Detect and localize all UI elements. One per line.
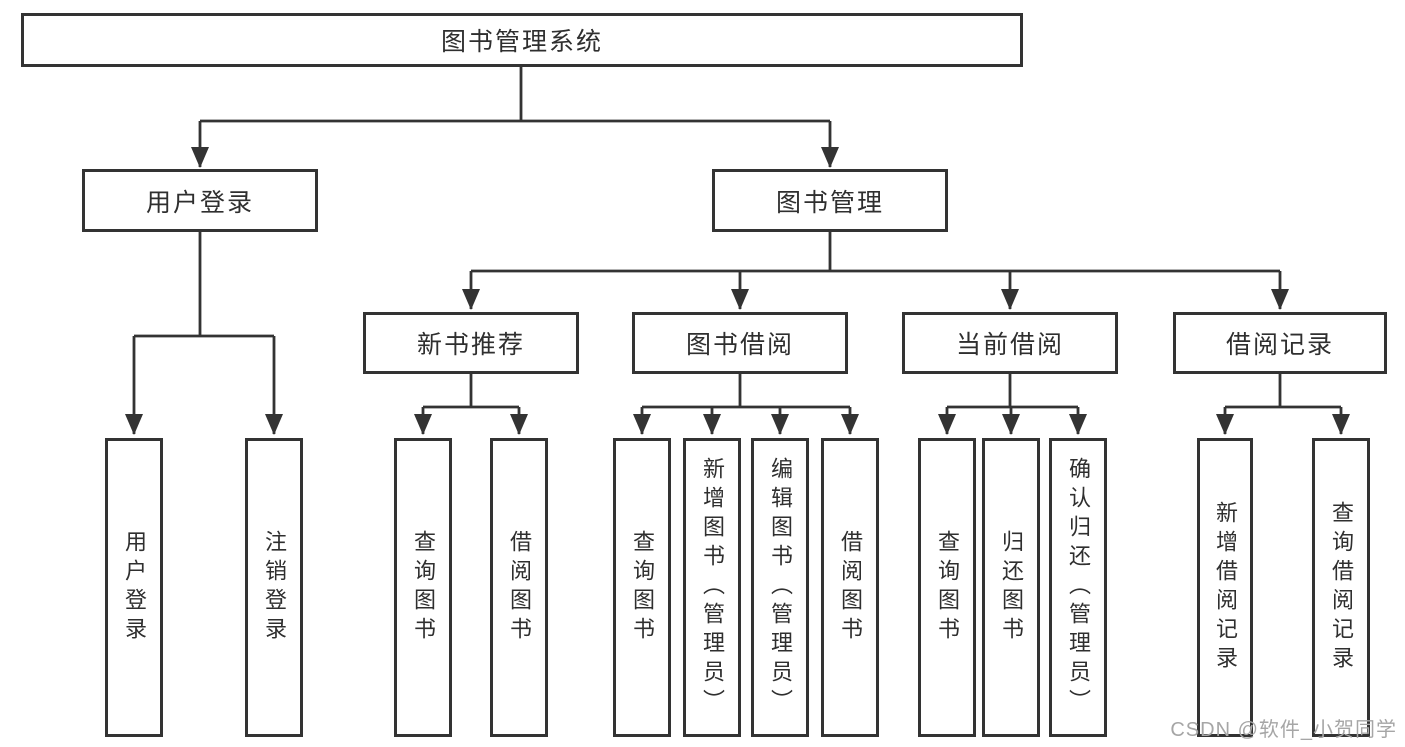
leaf-recommend-query-books-label: 查询图书 — [411, 529, 436, 646]
leaf-records-add-record: 新增借阅记录 — [1197, 438, 1253, 737]
leaf-borrowing-query-books-label: 查询图书 — [630, 529, 655, 646]
leaf-user-login: 用户登录 — [105, 438, 163, 737]
node-library-management-system: 图书管理系统 — [21, 13, 1023, 67]
leaf-borrowing-edit-books-admin-label: 编辑图书（管理员） — [768, 457, 793, 718]
leaf-borrowing-add-books-admin: 新增图书（管理员） — [683, 438, 741, 737]
leaf-records-query-record: 查询借阅记录 — [1312, 438, 1370, 737]
node-book-borrowing: 图书借阅 — [632, 312, 848, 374]
leaf-current-return-books-label: 归还图书 — [999, 529, 1024, 646]
leaf-current-query-books: 查询图书 — [918, 438, 976, 737]
leaf-logout: 注销登录 — [245, 438, 303, 737]
leaf-borrowing-add-books-admin-label: 新增图书（管理员） — [700, 457, 725, 718]
leaf-borrowing-borrow-books-label: 借阅图书 — [838, 529, 863, 646]
leaf-borrowing-edit-books-admin: 编辑图书（管理员） — [751, 438, 809, 737]
node-user-login: 用户登录 — [82, 169, 318, 232]
leaf-recommend-query-books: 查询图书 — [394, 438, 452, 737]
leaf-current-query-books-label: 查询图书 — [935, 529, 960, 646]
leaf-user-login-label: 用户登录 — [122, 529, 147, 646]
node-new-book-recommendation: 新书推荐 — [363, 312, 579, 374]
leaf-borrowing-query-books: 查询图书 — [613, 438, 671, 737]
node-current-borrowing: 当前借阅 — [902, 312, 1118, 374]
node-book-management: 图书管理 — [712, 169, 948, 232]
leaf-current-confirm-return-admin: 确认归还（管理员） — [1049, 438, 1107, 737]
leaf-records-add-record-label: 新增借阅记录 — [1213, 500, 1238, 675]
leaf-current-return-books: 归还图书 — [982, 438, 1040, 737]
leaf-logout-label: 注销登录 — [262, 529, 287, 646]
leaf-records-query-record-label: 查询借阅记录 — [1329, 500, 1354, 675]
leaf-recommend-borrow-books: 借阅图书 — [490, 438, 548, 737]
leaf-current-confirm-return-admin-label: 确认归还（管理员） — [1066, 457, 1091, 718]
node-borrowing-records: 借阅记录 — [1173, 312, 1387, 374]
leaf-recommend-borrow-books-label: 借阅图书 — [507, 529, 532, 646]
leaf-borrowing-borrow-books: 借阅图书 — [821, 438, 879, 737]
